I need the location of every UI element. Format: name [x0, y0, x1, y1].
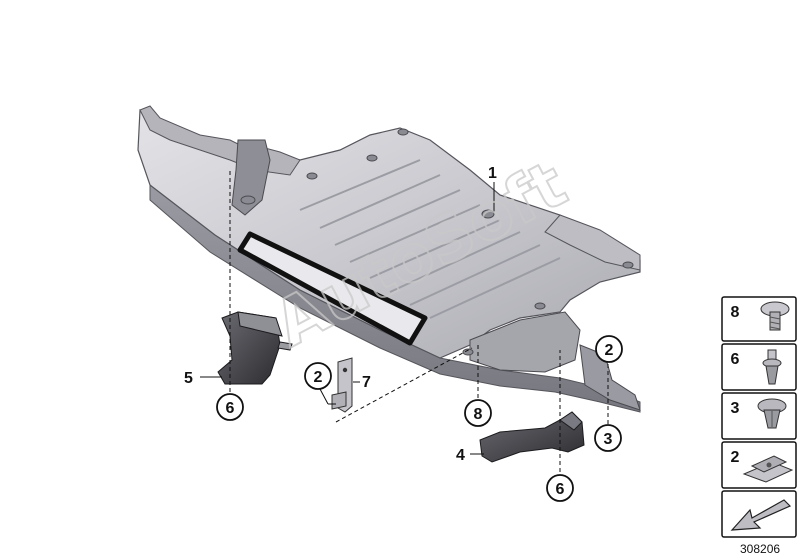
legend-item-3: 3 [721, 392, 797, 440]
label-part-7: 7 [362, 374, 371, 391]
callout-circle-2-right: 2 [595, 335, 623, 363]
callout-circle-3-right: 3 [594, 424, 622, 452]
leader-lines [200, 168, 609, 472]
svg-text:8: 8 [474, 406, 483, 423]
callout-circle-6-bottom: 6 [546, 474, 574, 502]
svg-text:6: 6 [226, 400, 235, 417]
plastic-rivet-icon [762, 349, 782, 385]
label-part-5: 5 [184, 370, 193, 387]
air-duct-right [479, 411, 585, 463]
torx-screw-icon [760, 301, 790, 331]
legend-number: 8 [731, 304, 740, 321]
label-part-1: 1 [488, 165, 497, 182]
svg-text:2: 2 [314, 369, 323, 386]
small-bracket [331, 357, 353, 413]
panel-ribs [299, 159, 561, 319]
underbody-panel [137, 105, 641, 413]
label-part-4: 4 [456, 447, 465, 464]
legend-number: 6 [731, 351, 740, 368]
mounting-points [240, 128, 634, 356]
air-duct-left [217, 311, 293, 385]
expanding-rivet-icon [757, 398, 787, 429]
legend-number: 2 [731, 449, 740, 466]
legend-item-8: 8 [721, 296, 797, 342]
direction-arrow-icon [730, 499, 792, 531]
legend-item-2: 2 [721, 441, 797, 489]
callout-circle-6-left: 6 [216, 393, 244, 421]
panel-opening [237, 231, 428, 346]
svg-text:3: 3 [604, 431, 613, 448]
callout-circle-8-mid: 8 [464, 399, 492, 427]
image-number: 308206 [740, 542, 780, 556]
fastener-legend: 8 6 3 [721, 296, 797, 538]
legend-item-6: 6 [721, 343, 797, 391]
spring-nut-icon [742, 455, 794, 483]
legend-number: 3 [731, 400, 740, 417]
legend-item-arrow [721, 490, 797, 538]
svg-text:6: 6 [556, 481, 565, 498]
callout-circle-2-mid: 2 [304, 362, 332, 390]
svg-text:2: 2 [605, 342, 614, 359]
